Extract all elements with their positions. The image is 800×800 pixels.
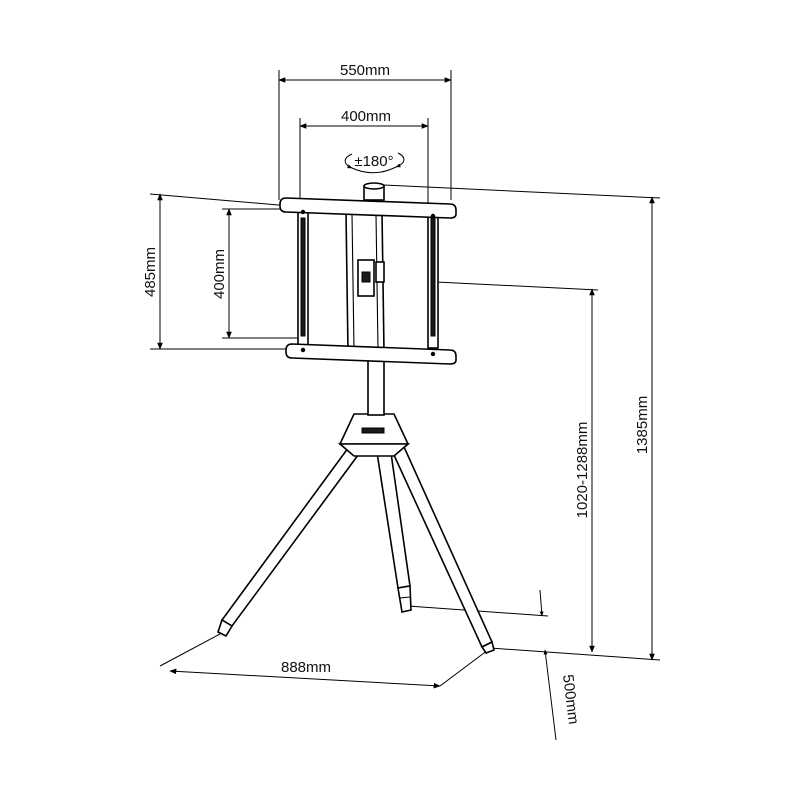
rotation-label: ±180°: [354, 153, 393, 170]
dimension-lines: [149, 70, 661, 741]
outer-height-label: 485mm: [142, 247, 159, 297]
dimension-labels: 550mm 400mm 485mm 400mm 1020-1288mm 1385…: [142, 62, 651, 725]
inner-height-label: 400mm: [211, 249, 228, 299]
base-width-label: 888mm: [281, 659, 331, 676]
total-height-label: 1385mm: [634, 396, 651, 454]
inner-width-label: 400mm: [341, 108, 391, 125]
tripod-legs: [217, 437, 495, 654]
base-depth-label: 500mm: [559, 674, 582, 726]
adjustable-height-label: 1020-1288mm: [574, 422, 591, 519]
outer-width-label: 550mm: [340, 62, 390, 79]
vesa-bracket: [279, 197, 457, 365]
rotation-indicator: ±180°: [344, 152, 405, 174]
tripod-head: [337, 413, 411, 457]
center-pole: [363, 182, 385, 416]
